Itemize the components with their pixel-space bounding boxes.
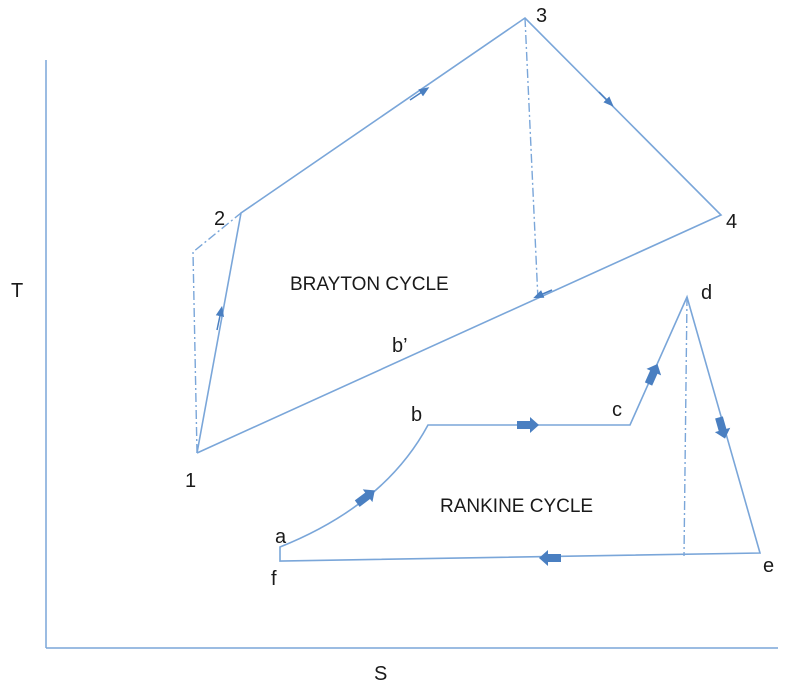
rankine-arrow-c-d <box>644 363 662 386</box>
rankine-cycle-title: RANKINE CYCLE <box>440 496 593 517</box>
brayton-cycle-outline <box>196 16 723 454</box>
brayton-point-2: 2 <box>214 208 225 230</box>
rankine-point-d: d <box>701 282 712 304</box>
brayton-arrow-1-2 <box>215 305 225 331</box>
rankine-arrow-e-f <box>539 550 561 566</box>
brayton-ideal-compression-line <box>192 212 242 454</box>
brayton-ideal-expansion-line <box>524 17 539 301</box>
rankine-point-f: f <box>271 568 277 590</box>
brayton-point-3: 3 <box>536 5 547 27</box>
brayton-arrow-3-4 <box>598 91 614 107</box>
rankine-arrow-b-c <box>517 417 539 433</box>
brayton-cycle-title: BRAYTON CYCLE <box>290 274 449 295</box>
brayton-arrow-4-1 <box>533 289 553 299</box>
rankine-point-b: b <box>411 404 422 426</box>
brayton-point-1: 1 <box>185 470 196 492</box>
brayton-point-bprime: b’ <box>392 335 408 357</box>
rankine-point-c: c <box>612 399 622 421</box>
s-axis-label: S <box>374 663 387 685</box>
t-axis-label: T <box>11 280 23 302</box>
rankine-arrow-d-e <box>714 416 731 439</box>
brayton-point-4: 4 <box>726 211 737 233</box>
rankine-point-a: a <box>275 526 287 548</box>
rankine-arrow-a-b <box>354 489 375 507</box>
rankine-ideal-expansion-line <box>683 296 688 557</box>
brayton-arrow-2-3 <box>409 87 430 101</box>
rankine-point-e: e <box>763 555 774 577</box>
